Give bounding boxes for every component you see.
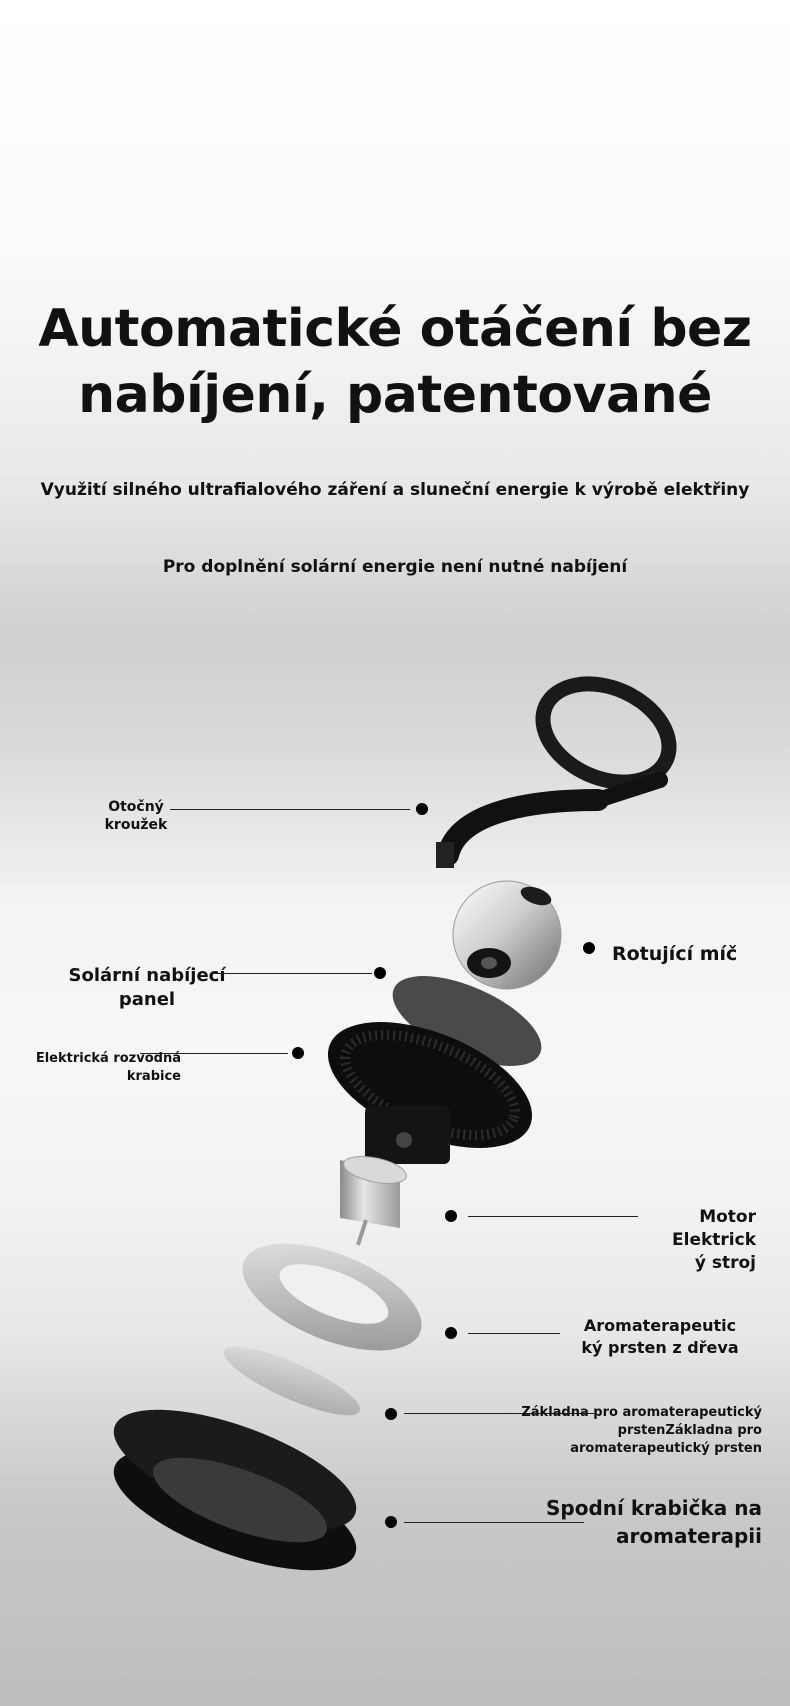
label-junction-box: Elektrická rozvodná krabice	[35, 1051, 181, 1084]
label-bottom-box: Spodní krabička na aromaterapii	[545, 1496, 762, 1548]
aroma-base-part	[224, 1346, 360, 1416]
leader-line	[140, 1053, 288, 1054]
leader-line	[468, 1216, 638, 1217]
label-aroma-base: Základna pro aromaterapeutický prstenZák…	[521, 1405, 762, 1456]
title-line-1: Automatické otáčení bez	[38, 299, 752, 359]
callout-dot	[385, 1516, 397, 1528]
bottom-box-part	[113, 1409, 357, 1571]
callout-dot	[583, 942, 595, 954]
solar-panel-part	[392, 976, 542, 1066]
label-rotating-ring: Otočný kroužek	[104, 799, 168, 833]
callout-dot	[445, 1210, 457, 1222]
label-solar-panel: Solární nabíjecí panel	[68, 965, 226, 1010]
callout-dot	[292, 1047, 304, 1059]
rotating-ring-part	[436, 676, 677, 868]
leader-line	[468, 1333, 560, 1334]
leader-line	[212, 973, 372, 974]
aroma-ring-part	[242, 1243, 422, 1351]
callout-dot	[385, 1408, 397, 1420]
subtitle-energy: Využití silného ultrafialového záření a …	[40, 480, 750, 500]
callout-dot	[374, 967, 386, 979]
leader-line	[404, 1413, 594, 1414]
page-title: Automatické otáčení bez nabíjení, patent…	[0, 296, 790, 428]
leader-line	[404, 1522, 584, 1523]
rotating-ball-part	[452, 880, 562, 990]
junction-box-part	[327, 1022, 533, 1164]
label-rotating-ball: Rotující míč	[612, 943, 738, 965]
label-motor: Motor Elektrick ý stroj	[672, 1207, 756, 1273]
label-aroma-ring: Aromaterapeutic ký prsten z dřeva	[581, 1316, 739, 1357]
subtitle-charging: Pro doplnění solární energie není nutné …	[162, 557, 628, 577]
leader-line	[170, 809, 410, 810]
callout-dot	[416, 803, 428, 815]
callout-dot	[445, 1327, 457, 1339]
title-line-2: nabíjení, patentované	[78, 365, 712, 425]
motor-part	[340, 1156, 407, 1246]
